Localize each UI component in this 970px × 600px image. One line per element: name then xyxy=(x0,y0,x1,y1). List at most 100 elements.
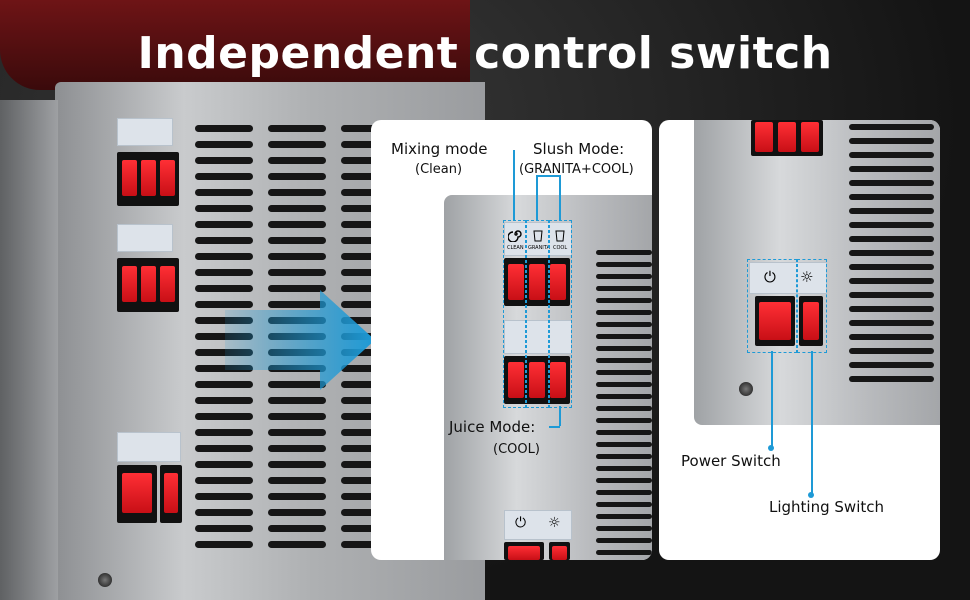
rocker-switch[interactable] xyxy=(141,266,156,302)
light-rocker-switch[interactable] xyxy=(552,546,567,560)
mixing-mode-sub: (Clean) xyxy=(415,162,463,177)
vent-slot xyxy=(268,221,326,228)
light-rocker-switch[interactable] xyxy=(164,473,178,513)
vent-slot xyxy=(195,141,253,148)
power-highlight xyxy=(747,259,797,353)
light-bulb-icon: ☼ xyxy=(548,515,561,531)
light-connector xyxy=(811,351,813,494)
rocker-switch[interactable] xyxy=(801,122,819,152)
mixing-rocker-switch[interactable] xyxy=(508,264,524,300)
rocker-switch[interactable] xyxy=(122,266,137,302)
granita-highlight xyxy=(526,220,549,408)
vent-slot xyxy=(849,264,934,270)
granita-rocker-switch[interactable] xyxy=(529,362,545,398)
switch-group-1 xyxy=(117,152,179,206)
vent-slot xyxy=(849,292,934,298)
mode-switch-group-2 xyxy=(504,356,570,404)
screw-icon xyxy=(98,573,112,587)
vent-slot xyxy=(195,365,253,372)
vent-slot xyxy=(341,301,399,308)
vent-slot xyxy=(195,237,253,244)
light-rocker-switch[interactable] xyxy=(803,302,819,340)
clean-text: CLEAN xyxy=(507,245,524,251)
mode-switch-group-1 xyxy=(504,258,570,306)
cool-highlight xyxy=(549,220,572,408)
vent-slot xyxy=(268,525,326,532)
vent-slot xyxy=(268,173,326,180)
vent-slot xyxy=(268,445,326,452)
vent-slot xyxy=(268,509,326,516)
power-icon: ⏻ xyxy=(515,515,527,531)
vent-slot xyxy=(596,334,652,339)
vent-slot xyxy=(849,348,934,354)
vent-slot xyxy=(596,466,652,471)
rocker-switch[interactable] xyxy=(160,266,175,302)
juice-mode-sub: (COOL) xyxy=(493,442,540,457)
vent-slot xyxy=(195,477,253,484)
vent-slot xyxy=(268,141,326,148)
machine-red-bowl xyxy=(0,0,470,90)
vent-slot xyxy=(849,376,934,382)
vent-slot xyxy=(268,381,326,388)
vent-slot xyxy=(268,237,326,244)
slush-mode-label: Slush Mode: xyxy=(533,140,625,158)
panel-vents xyxy=(596,250,652,560)
vent-slot xyxy=(195,461,253,468)
vent-slot xyxy=(596,250,652,255)
vent-slot xyxy=(341,269,399,276)
power-light-panel: ⏻ ☼ Power Switch Lighting Switch xyxy=(659,120,940,560)
vent-slot xyxy=(268,285,326,292)
vent-slot xyxy=(268,541,326,548)
vent-slot xyxy=(341,445,399,452)
granita-cup-icon xyxy=(533,230,543,242)
cool-rocker-switch[interactable] xyxy=(550,362,566,398)
cool-text: COOL xyxy=(553,245,568,251)
vent-slot xyxy=(849,278,934,284)
rocker-switch[interactable] xyxy=(160,160,175,196)
cool-rocker-switch[interactable] xyxy=(550,264,566,300)
vent-slot xyxy=(195,125,253,132)
power-rocker-switch[interactable] xyxy=(759,302,791,340)
vent-slot xyxy=(596,406,652,411)
vent-slot xyxy=(268,429,326,436)
vent-slot xyxy=(849,194,934,200)
vent-slot xyxy=(195,221,253,228)
vent-slot xyxy=(341,173,399,180)
mixing-rocker-switch[interactable] xyxy=(508,362,524,398)
vent-slot xyxy=(195,349,253,356)
vent-slot xyxy=(849,222,934,228)
power-rocker-switch[interactable] xyxy=(508,546,540,560)
spiral-icon xyxy=(508,230,522,242)
power-switch-housing xyxy=(504,542,544,560)
page-title: Independent control switch xyxy=(137,28,833,79)
slush-connector xyxy=(536,175,538,220)
vent-slot xyxy=(596,262,652,267)
vent-slot xyxy=(195,413,253,420)
juice-connector xyxy=(549,426,560,428)
juice-connector xyxy=(559,406,561,426)
rocker-switch[interactable] xyxy=(755,122,773,152)
top-switch-group xyxy=(751,120,823,156)
rocker-switch[interactable] xyxy=(141,160,156,196)
granita-rocker-switch[interactable] xyxy=(529,264,545,300)
mode-icon-strip xyxy=(504,320,572,354)
vent-slot xyxy=(849,334,934,340)
vent-slot xyxy=(596,274,652,279)
vent-slot xyxy=(341,253,399,260)
mixing-mode-label: Mixing mode xyxy=(391,140,488,158)
vent-slot xyxy=(596,310,652,315)
juice-mode-label: Juice Mode: xyxy=(449,418,536,436)
vent-slot xyxy=(341,141,399,148)
vent-slot xyxy=(341,237,399,244)
rocker-switch[interactable] xyxy=(122,160,137,196)
rocker-switch[interactable] xyxy=(778,122,796,152)
vent-slot xyxy=(268,189,326,196)
vent-slot xyxy=(268,301,326,308)
power-connector xyxy=(771,351,773,447)
lighting-switch-label: Lighting Switch xyxy=(769,498,884,516)
power-rocker-switch[interactable] xyxy=(122,473,152,513)
vent-slot xyxy=(341,285,399,292)
vent-slot xyxy=(268,461,326,468)
vent-slot xyxy=(341,189,399,196)
vent-slot xyxy=(596,502,652,507)
